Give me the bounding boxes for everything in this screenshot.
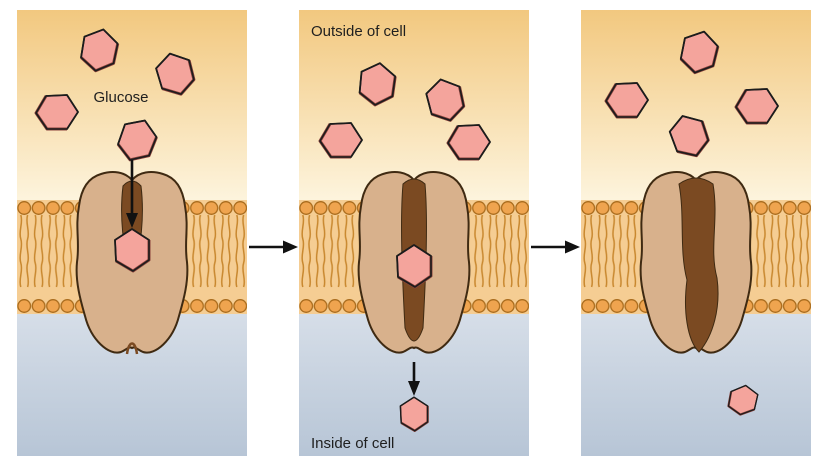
- panel-step-3: [581, 10, 811, 456]
- down-arrow-head-icon: [408, 381, 420, 396]
- down-arrow-head-icon: [126, 213, 138, 228]
- right-arrow-icon: [531, 240, 580, 254]
- panel-step-2: Outside of cell Inside of cell: [299, 10, 529, 456]
- channel-bottom-slit: [125, 342, 139, 355]
- right-arrow-icon: [249, 240, 298, 254]
- panel-step-1: Glucose: [17, 10, 247, 456]
- channel: [678, 177, 719, 353]
- outside-of-cell-label: Outside of cell: [311, 23, 406, 40]
- inside-of-cell-label: Inside of cell: [311, 435, 394, 452]
- step-arrow-gap: [529, 10, 581, 458]
- glucose-label: Glucose: [93, 89, 148, 106]
- step-arrow-gap: [247, 10, 299, 458]
- outside-region: [299, 10, 529, 200]
